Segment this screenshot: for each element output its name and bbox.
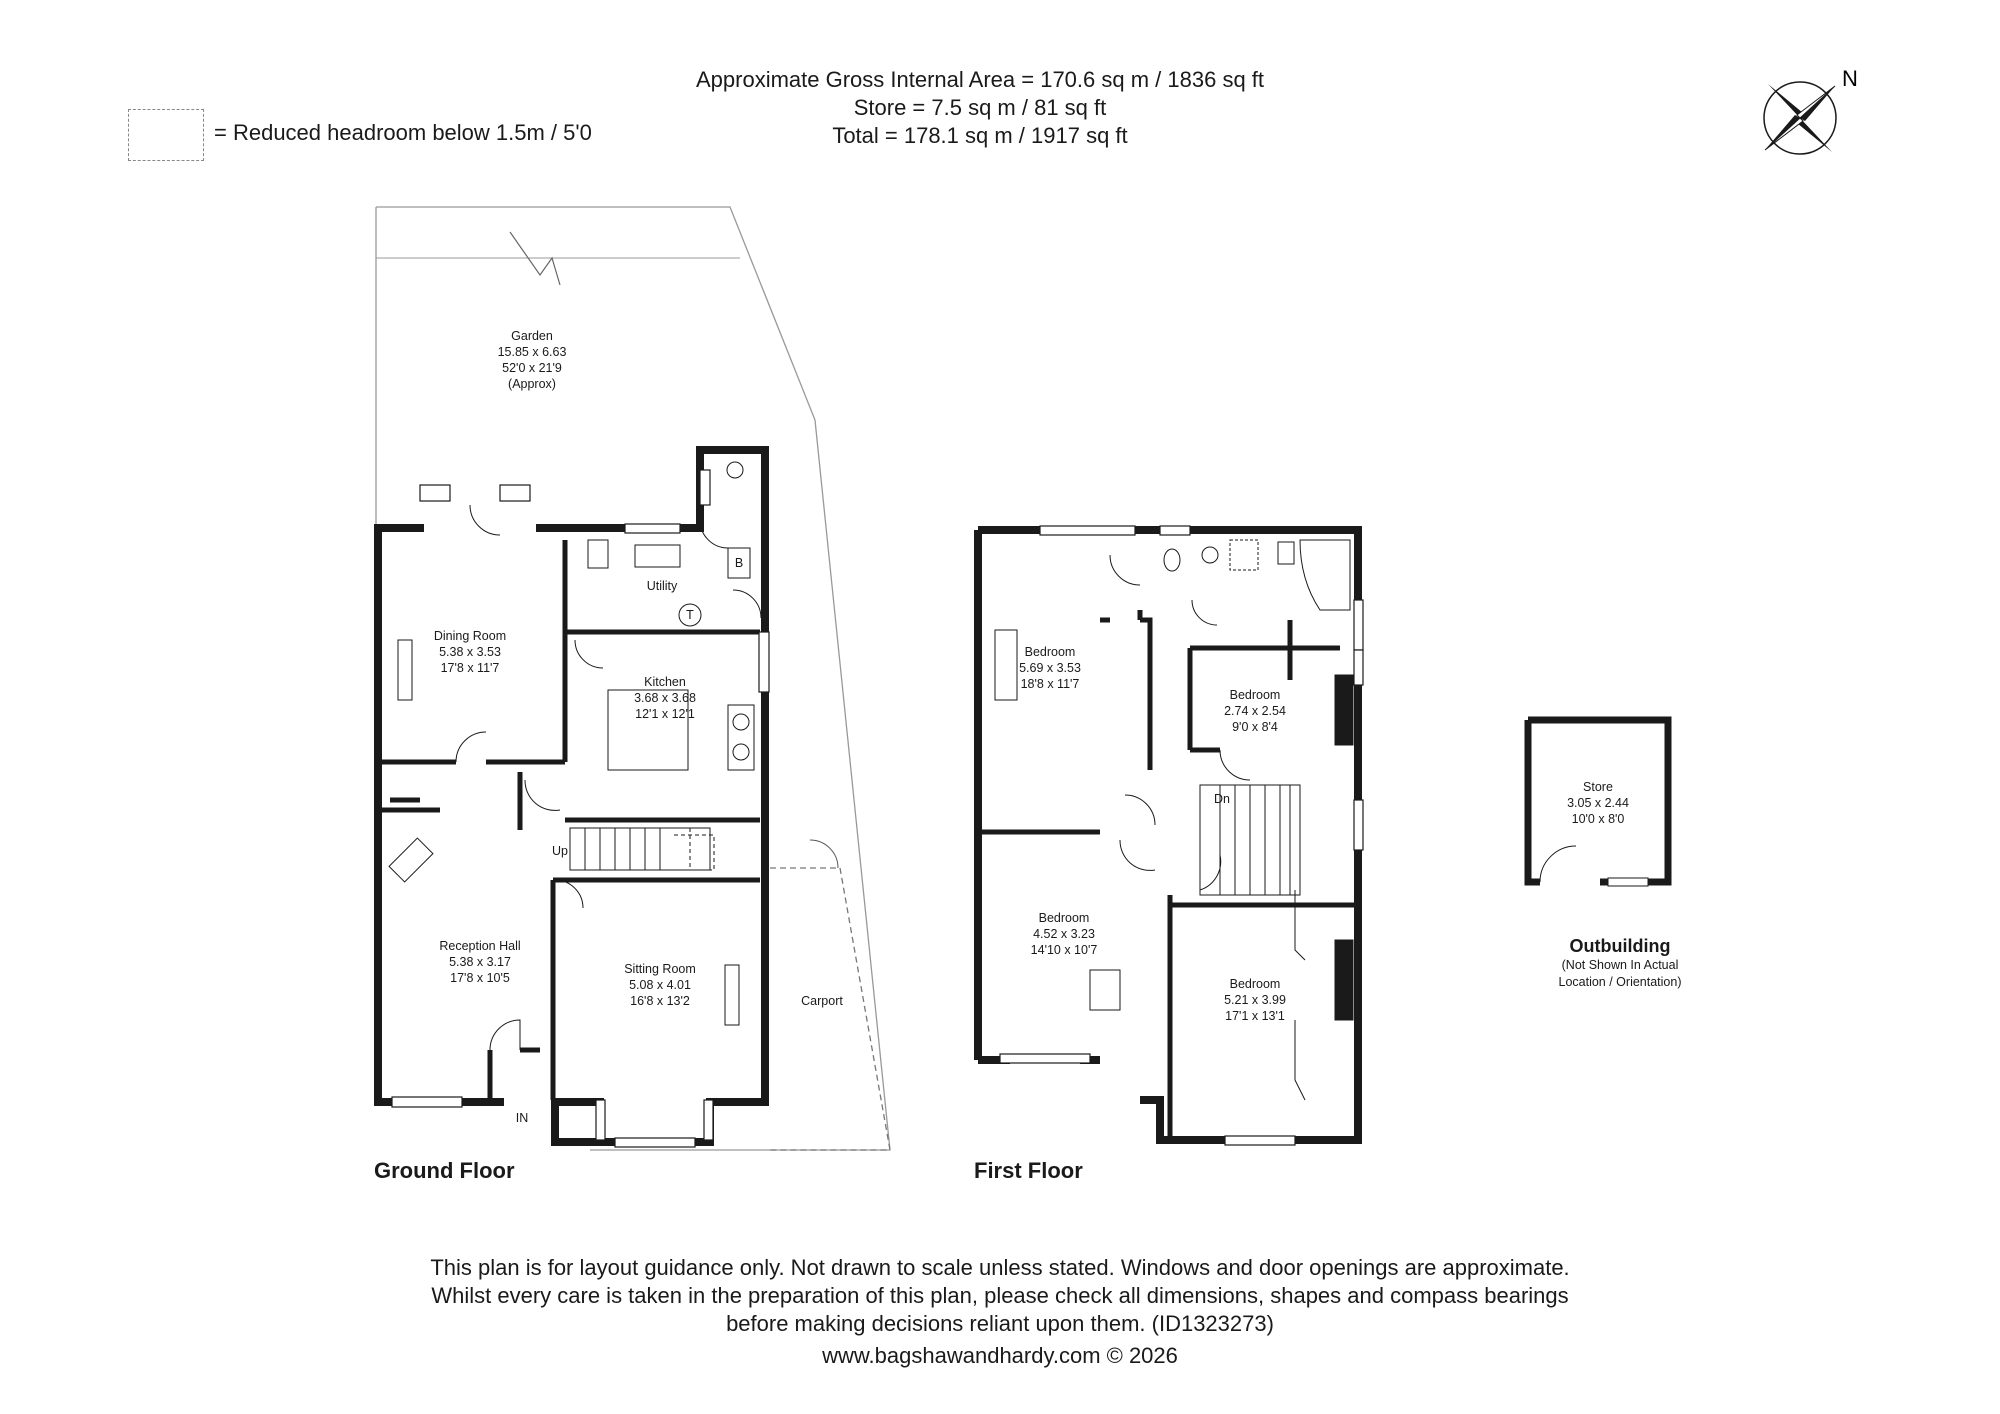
reduced-headroom-swatch [128,109,204,161]
carport-label: Carport [801,994,843,1008]
ground-floor-walls [374,446,769,1146]
bedroom4-imperial: 17'1 x 13'1 [1225,1009,1285,1023]
compass-north-label: N [1842,66,1858,91]
bedroom3-imperial: 14'10 x 10'7 [1031,943,1098,957]
bedroom1-metric: 5.69 x 3.53 [1019,661,1081,675]
disclaimer-line-3: before making decisions reliant upon the… [726,1311,1274,1336]
outbuilding-note-2: Location / Orientation) [1558,975,1682,989]
reception-hall-imperial: 17'8 x 10'5 [450,971,510,985]
ground-floor-fixtures [388,461,755,1026]
bedroom1-label: Bedroom [1025,645,1076,659]
garden-boundary [376,206,891,1151]
boiler-box [727,547,751,579]
bedroom4-label: Bedroom [1230,977,1281,991]
reception-hall-metric: 5.38 x 3.17 [449,955,511,969]
stairs-up-label: Up [552,844,568,858]
garden-note: (Approx) [508,377,556,391]
bedroom3-label: Bedroom [1039,911,1090,925]
kitchen-metric: 3.68 x 3.68 [634,691,696,705]
compass-icon: N [1763,66,1858,155]
first-floor-title: First Floor [974,1158,1083,1183]
store-imperial: 10'0 x 8'0 [1572,812,1625,826]
outbuilding-plan: Store 3.05 x 2.44 10'0 x 8'0 [1524,716,1672,887]
garden-imperial: 52'0 x 21'9 [502,361,562,375]
boiler-label: B [735,556,743,570]
store-metric: 3.05 x 2.44 [1567,796,1629,810]
outbuilding-note-1: (Not Shown In Actual [1561,958,1679,972]
gross-area-text: Approximate Gross Internal Area = 170.6 … [695,67,1265,92]
website-link[interactable]: www.bagshawandhardy.com © 2026 [822,1343,1178,1368]
ground-floor-interior-walls [382,540,760,1100]
entrance-label: IN [516,1111,529,1125]
sitting-room-imperial: 16'8 x 13'2 [630,994,690,1008]
dining-room-label: Dining Room [434,629,506,643]
first-floor-plan: Bedroom 5.69 x 3.53 18'8 x 11'7 Bedroom … [974,525,1364,1146]
first-floor-windows [999,525,1364,1146]
ground-floor-doors [455,504,762,1051]
tank-label: T [686,608,694,622]
bedroom2-label: Bedroom [1230,688,1281,702]
garden-label: Garden [511,329,553,343]
first-floor-doors [1109,554,1251,891]
bedroom4-metric: 5.21 x 3.99 [1224,993,1286,1007]
ground-floor-stairs [569,827,715,871]
reduced-headroom-legend: = Reduced headroom below 1.5m / 5'0 [214,120,592,145]
store-window [1607,877,1649,887]
disclaimer-line-2: Whilst every care is taken in the prepar… [431,1283,1569,1308]
kitchen-label: Kitchen [644,675,686,689]
kitchen-imperial: 12'1 x 12'1 [635,707,695,721]
dining-room-imperial: 17'8 x 11'7 [441,661,500,675]
first-floor-fixtures [994,539,1354,1101]
store-area-text: Store = 7.5 sq m / 81 sq ft [853,95,1107,120]
total-area-text: Total = 178.1 sq m / 1917 sq ft [832,123,1128,148]
ground-floor-title: Ground Floor [374,1158,515,1183]
first-floor-interior-walls [978,610,1358,1140]
first-floor-stairs [1199,784,1301,896]
utility-label: Utility [647,579,678,593]
bedroom2-imperial: 9'0 x 8'4 [1232,720,1278,734]
outbuilding-title: Outbuilding [1569,936,1671,956]
bedroom3-metric: 4.52 x 3.23 [1033,927,1095,941]
sitting-room-label: Sitting Room [624,962,696,976]
dining-room-metric: 5.38 x 3.53 [439,645,501,659]
ground-floor-plan: Garden 15.85 x 6.63 52'0 x 21'9 (Approx)… [374,206,891,1151]
disclaimer-line-1: This plan is for layout guidance only. N… [430,1255,1570,1280]
sitting-room-metric: 5.08 x 4.01 [629,978,691,992]
carport-outline [770,867,891,1151]
store-label: Store [1583,780,1613,794]
bedroom2-metric: 2.74 x 2.54 [1224,704,1286,718]
bedroom1-imperial: 18'8 x 11'7 [1021,677,1080,691]
stairs-down-label: Dn [1214,792,1230,806]
reception-hall-label: Reception Hall [439,939,520,953]
garden-metric: 15.85 x 6.63 [498,345,567,359]
ground-floor-windows [391,469,770,1148]
